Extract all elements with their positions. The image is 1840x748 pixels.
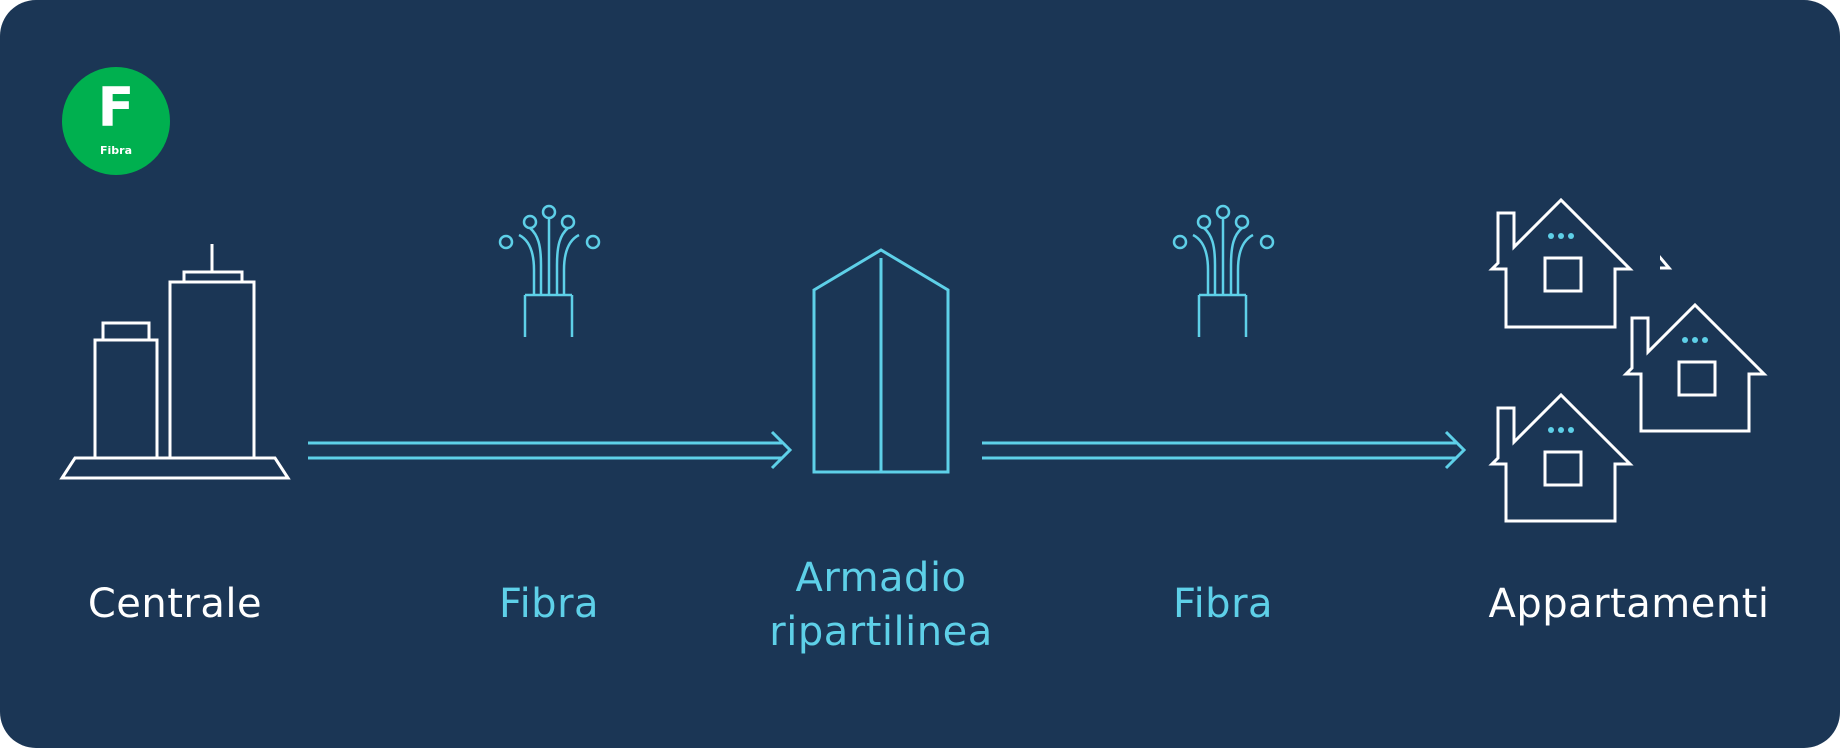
badge-letter: F	[97, 76, 135, 139]
dots-icon	[1682, 337, 1708, 343]
arrow-icon	[982, 430, 1467, 470]
fiber-optic-icon	[498, 204, 601, 337]
stage-label-armadio-line2: ripartilinea	[769, 609, 993, 655]
stage-label-armadio-line1: Armadio	[795, 555, 967, 601]
fibra-badge: F Fibra	[62, 67, 170, 175]
distribution-cabinet-icon	[812, 248, 950, 474]
central-office-icon	[59, 244, 291, 480]
dots-icon	[1548, 427, 1574, 433]
house-icon	[1488, 197, 1634, 329]
stage-label-fibra-1: Fibra	[498, 581, 600, 627]
house-clean-mask	[1430, 170, 1660, 335]
stage-label-appartamenti: Appartamenti	[1488, 581, 1770, 627]
house-icon	[1622, 302, 1768, 433]
badge-caption: Fibra	[99, 144, 132, 157]
dots-icon	[1548, 233, 1574, 239]
stage-label-centrale: Centrale	[87, 581, 263, 627]
arrow-icon	[308, 430, 793, 470]
stage-label-fibra-2: Fibra	[1172, 581, 1274, 627]
house-icon	[1488, 392, 1634, 523]
fiber-optic-icon	[1172, 204, 1275, 337]
